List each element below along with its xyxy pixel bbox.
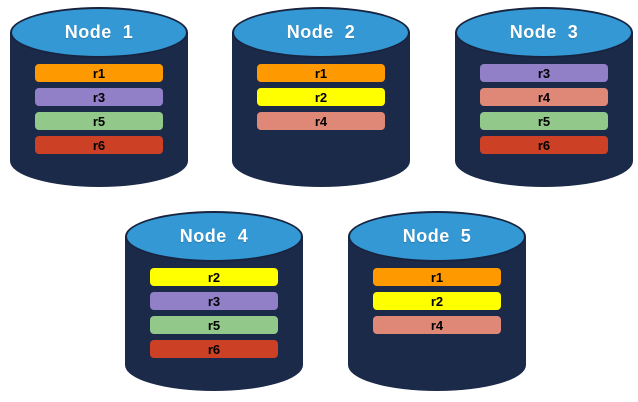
replica-list: r2 r3 r5 r6 [150, 268, 278, 358]
node-cylinder-3[interactable]: Node 3 r3 r4 r5 r6 [455, 7, 633, 187]
node-top-ellipse [455, 7, 633, 58]
replica-bar[interactable]: r1 [257, 64, 385, 82]
node-cylinder-4[interactable]: Node 4 r2 r3 r5 r6 [125, 211, 303, 391]
replica-bar[interactable]: r2 [257, 88, 385, 106]
replica-list: r3 r4 r5 r6 [480, 64, 608, 154]
node-cylinder-2[interactable]: Node 2 r1 r2 r4 [232, 7, 410, 187]
replica-bar[interactable]: r3 [35, 88, 163, 106]
node-top-ellipse [125, 211, 303, 262]
node-label: Node 4 [179, 226, 249, 246]
node-label: Node 5 [402, 226, 472, 246]
replica-list: r1 r2 r4 [373, 268, 501, 334]
replica-bar[interactable]: r4 [373, 316, 501, 334]
node-top-ellipse [232, 7, 410, 58]
replica-bar[interactable]: r2 [373, 292, 501, 310]
node-top-ellipse [348, 211, 526, 262]
replica-list: r1 r3 r5 r6 [35, 64, 163, 154]
replica-bar[interactable]: r5 [150, 316, 278, 334]
replica-bar[interactable]: r6 [480, 136, 608, 154]
node-cylinder-1[interactable]: Node 1 r1 r3 r5 r6 [10, 7, 188, 187]
replica-bar[interactable]: r5 [480, 112, 608, 130]
replica-bar[interactable]: r1 [35, 64, 163, 82]
replica-bar[interactable]: r6 [35, 136, 163, 154]
replica-bar[interactable]: r5 [35, 112, 163, 130]
replica-bar[interactable]: r4 [257, 112, 385, 130]
replica-bar[interactable]: r4 [480, 88, 608, 106]
node-label: Node 2 [286, 22, 356, 42]
node-label: Node 3 [509, 22, 579, 42]
node-label: Node 1 [64, 22, 134, 42]
replica-list: r1 r2 r4 [257, 64, 385, 130]
node-top-ellipse [10, 7, 188, 58]
replica-bar[interactable]: r6 [150, 340, 278, 358]
replica-bar[interactable]: r3 [150, 292, 278, 310]
node-cylinder-5[interactable]: Node 5 r1 r2 r4 [348, 211, 526, 391]
replica-bar[interactable]: r3 [480, 64, 608, 82]
replica-bar[interactable]: r1 [373, 268, 501, 286]
replica-bar[interactable]: r2 [150, 268, 278, 286]
